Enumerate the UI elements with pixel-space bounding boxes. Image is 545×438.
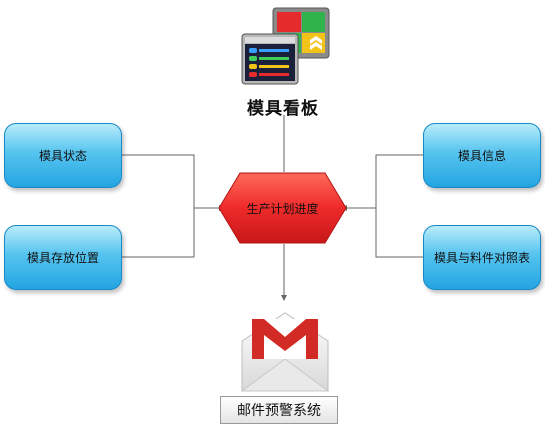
node-label: 模具存放位置	[26, 251, 99, 265]
node-mold-storage-location: 模具存放位置	[4, 225, 122, 290]
mail-label-text: 邮件预警系统	[237, 403, 321, 419]
connector-table	[375, 208, 423, 258]
center-node-production-plan: 生产计划进度	[218, 172, 347, 244]
connector-storage	[122, 208, 195, 258]
node-mold-material-table: 模具与料件对照表	[423, 225, 541, 290]
connector-status	[122, 154, 225, 211]
node-label: 模具与料件对照表	[433, 251, 530, 265]
node-mold-info: 模具信息	[423, 123, 541, 188]
hexagon-shape	[218, 172, 347, 244]
dashboard-windows-icon	[241, 7, 330, 85]
node-label: 模具信息	[457, 149, 506, 163]
dashboard-title: 模具看板	[247, 99, 319, 119]
gmail-envelope-icon	[240, 312, 330, 392]
mail-alert-system-label: 邮件预警系统	[220, 396, 338, 424]
center-node-label: 生产计划进度	[246, 201, 319, 216]
node-mold-status: 模具状态	[4, 123, 122, 188]
connector-info	[341, 154, 423, 211]
node-label: 模具状态	[38, 149, 87, 163]
